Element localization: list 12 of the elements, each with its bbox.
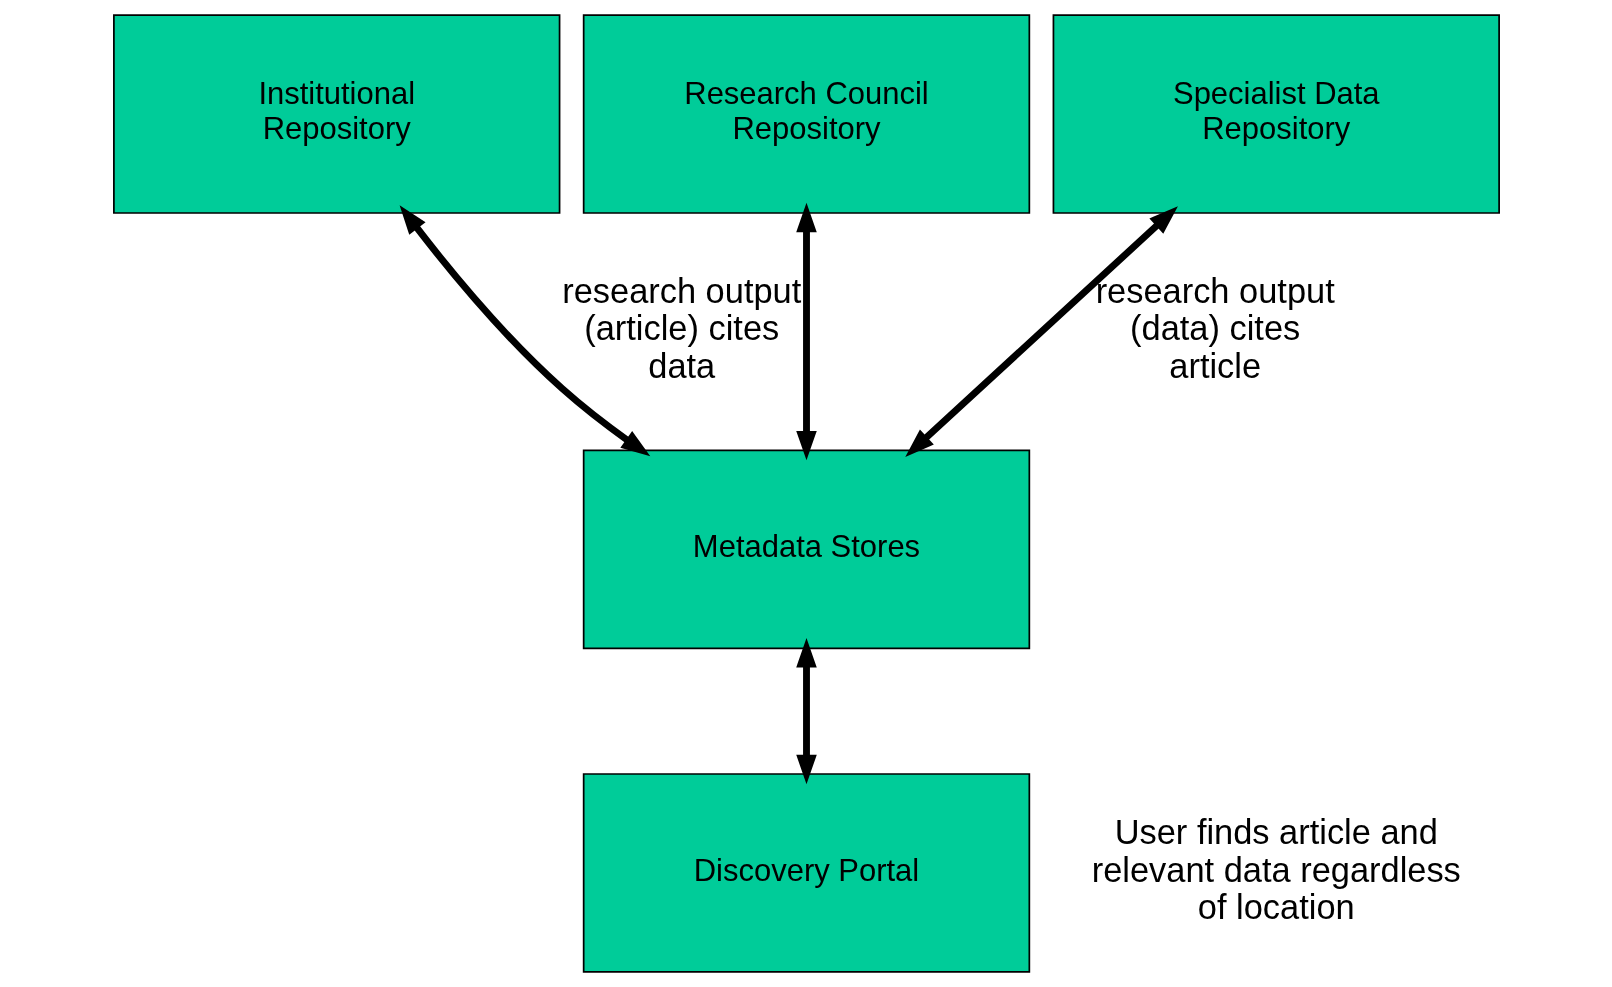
node-box: Discovery Portal bbox=[582, 773, 1030, 973]
arrow bbox=[904, 206, 1178, 457]
node-box: Specialist Data Repository bbox=[1052, 14, 1500, 214]
arrow bbox=[399, 205, 650, 457]
node-box: Institutional Repository bbox=[112, 14, 560, 214]
arrow bbox=[795, 638, 817, 785]
node-box: Metadata Stores bbox=[582, 449, 1030, 650]
edge-label: research output (data) cites article bbox=[1095, 271, 1335, 386]
node-box: Research Council Repository bbox=[582, 14, 1030, 214]
node-label: User finds article and relevant data regardless of location bbox=[1091, 812, 1461, 927]
edge-label: research output (article) cites data bbox=[561, 271, 801, 386]
arrow bbox=[795, 202, 817, 461]
